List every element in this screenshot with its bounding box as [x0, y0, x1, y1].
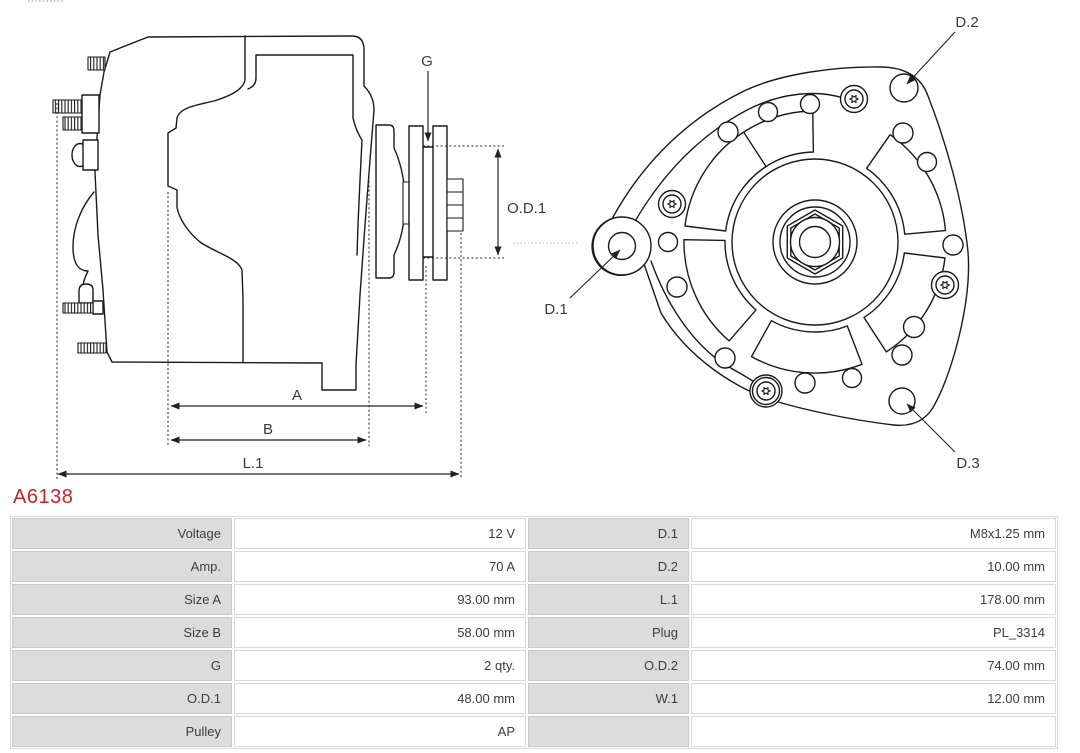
pulley-flange-left [408, 125, 424, 281]
side-shaft-step [402, 181, 410, 225]
pulley-flange-right [432, 125, 448, 281]
spec-value: AP [234, 716, 526, 747]
vent-slots [683, 110, 947, 374]
d3-leader [906, 403, 956, 453]
side-knob-block [82, 139, 99, 171]
spec-value: 2 qty. [234, 650, 526, 681]
rear-inner-lip-upper [629, 92, 844, 231]
spec-label: Voltage [12, 518, 232, 549]
side-view [52, 35, 464, 391]
spec-label: D.1 [528, 518, 689, 549]
label-b: B [263, 421, 273, 438]
stud-upper2-icon [62, 116, 83, 131]
hole-d2 [889, 73, 919, 103]
side-fan-spacer [375, 124, 406, 279]
side-upper-lug [81, 94, 100, 134]
part-number: A6138 [13, 486, 74, 508]
bolt-icon [751, 376, 781, 406]
label-a: A [292, 387, 302, 404]
spec-value: 48.00 mm [234, 683, 526, 714]
spec-label: Size A [12, 584, 232, 615]
dimension-extension-lines [56, 103, 504, 479]
side-lower-bracket [92, 300, 104, 315]
d2-leader [906, 31, 956, 85]
spec-label: Size B [12, 617, 232, 648]
shaft-bore [798, 225, 832, 259]
side-body-outline [94, 35, 375, 391]
spec-label: Plug [528, 617, 689, 648]
label-l1: L.1 [243, 455, 264, 472]
spec-label: O.D.1 [12, 683, 232, 714]
stud-upper1-icon [52, 99, 83, 114]
spec-value: 178.00 mm [691, 584, 1056, 615]
rear-inner-lip-lower [650, 260, 755, 383]
side-lower-tab [78, 283, 94, 304]
spec-value: 74.00 mm [691, 650, 1056, 681]
stud-lower1-icon [62, 302, 94, 314]
hole-d3 [888, 387, 916, 415]
bolt-icon [657, 189, 687, 219]
rear-center-hub [731, 158, 899, 326]
alternator-technical-drawing: G A B L.1 O.D.1 [28, 0, 980, 479]
spec-table: Voltage 12 V D.1 M8x1.25 mm Amp. 70 A D.… [10, 516, 1058, 749]
label-d2: D.2 [955, 14, 978, 31]
side-bell-contour [167, 35, 246, 363]
spec-value: 58.00 mm [234, 617, 526, 648]
dimension-arrows [57, 71, 502, 478]
side-seam-bulge [72, 191, 95, 292]
spec-label: Pulley [12, 716, 232, 747]
spec-value: 70 A [234, 551, 526, 582]
spec-value: 10.00 mm [691, 551, 1056, 582]
spec-label [528, 716, 689, 747]
spec-value: M8x1.25 mm [691, 518, 1056, 549]
spec-value: 93.00 mm [234, 584, 526, 615]
spec-value: PL_3314 [691, 617, 1056, 648]
mount-ear-hole [607, 231, 637, 261]
label-d1: D.1 [544, 301, 567, 318]
stud-top-icon [87, 56, 106, 71]
spec-value: 12 V [234, 518, 526, 549]
through-bolts [657, 84, 960, 408]
bolt-icon [930, 270, 960, 300]
spec-label: Amp. [12, 551, 232, 582]
spec-label: O.D.2 [528, 650, 689, 681]
d1-leader [569, 249, 621, 299]
spec-label: G [12, 650, 232, 681]
spec-label: L.1 [528, 584, 689, 615]
side-inner-step [247, 54, 363, 256]
spec-label: W.1 [528, 683, 689, 714]
stud-lower2-icon [77, 342, 107, 354]
bolt-icon [839, 84, 869, 114]
label-d3: D.3 [956, 455, 979, 472]
label-g: G [421, 53, 433, 70]
spec-value: 12.00 mm [691, 683, 1056, 714]
rear-view [591, 66, 970, 426]
spec-value [691, 716, 1056, 747]
label-od1: O.D.1 [507, 200, 546, 217]
spec-label: D.2 [528, 551, 689, 582]
rear-leader-lines [569, 31, 956, 453]
